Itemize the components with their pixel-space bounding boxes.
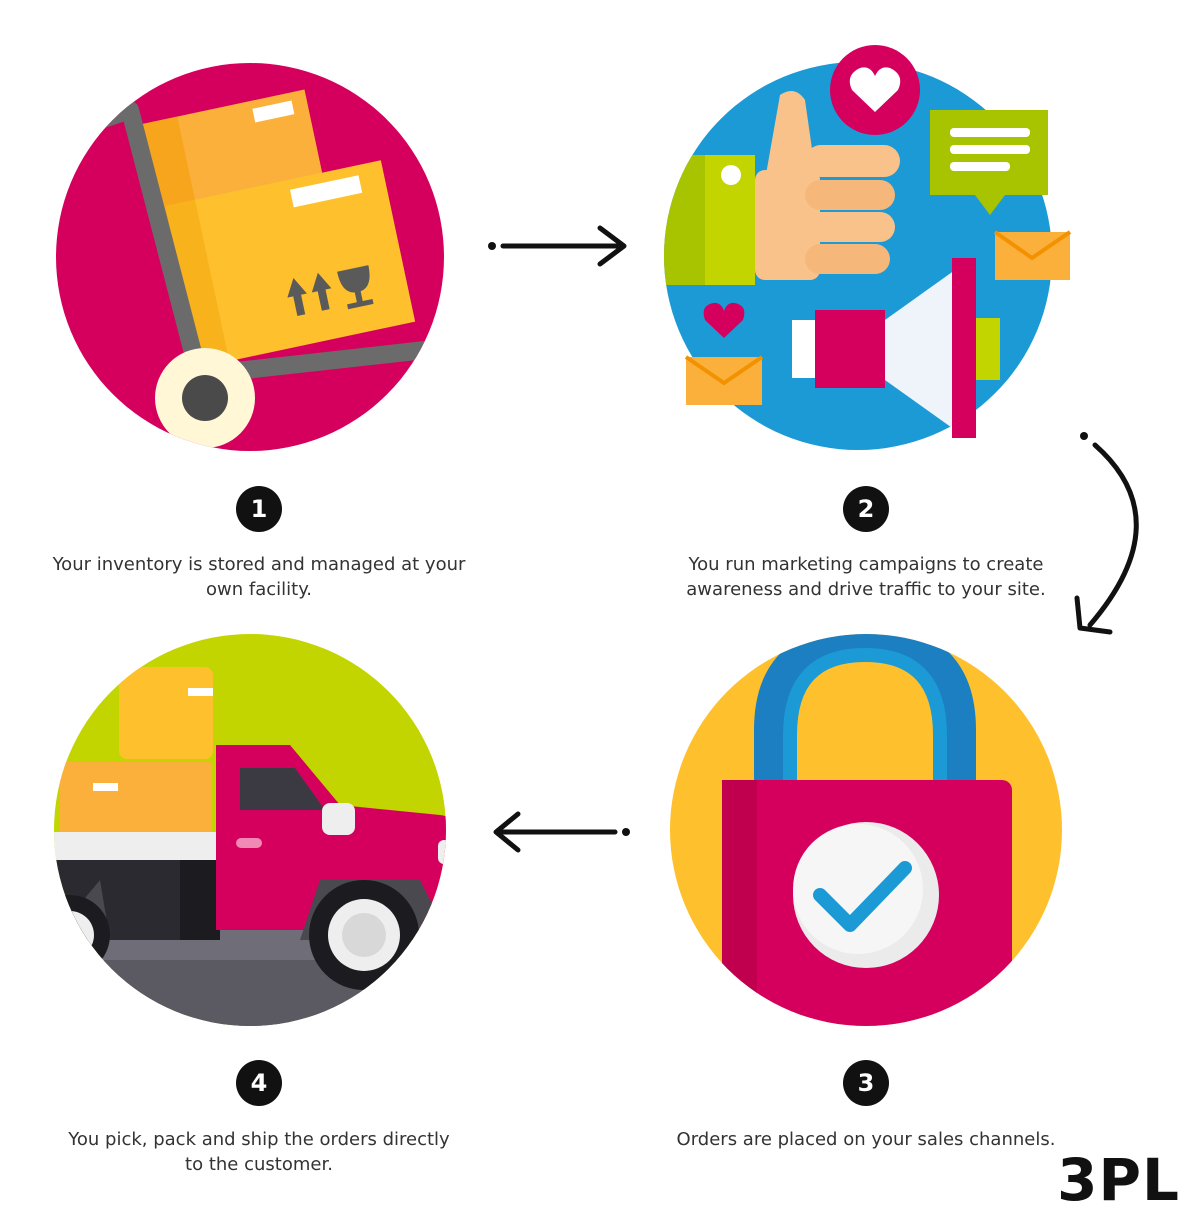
step-2-caption: You run marketing campaigns to create aw…: [686, 554, 1046, 600]
step-4-number: 4: [236, 1060, 282, 1106]
step-3-number: 3: [843, 1060, 889, 1106]
arrow-right-icon: [488, 225, 627, 267]
step-3-caption: Orders are placed on your sales channels…: [676, 1129, 1056, 1150]
delivery-truck-icon: [54, 634, 446, 1026]
step-1-number: 1: [236, 486, 282, 532]
brand-logo: 3PL: [1057, 1146, 1180, 1214]
step-1-caption: Your inventory is stored and managed at …: [52, 554, 466, 600]
shopping-bag-checkmark-icon: [670, 634, 1062, 1026]
step-2-number: 2: [843, 486, 889, 532]
arrow-curved-down-icon: [1074, 432, 1139, 635]
arrow-left-icon: [493, 811, 630, 853]
marketing-campaign-icon: [664, 45, 1072, 450]
hand-truck-boxes-icon: [56, 63, 444, 451]
step-4-caption: You pick, pack and ship the orders direc…: [68, 1129, 450, 1175]
